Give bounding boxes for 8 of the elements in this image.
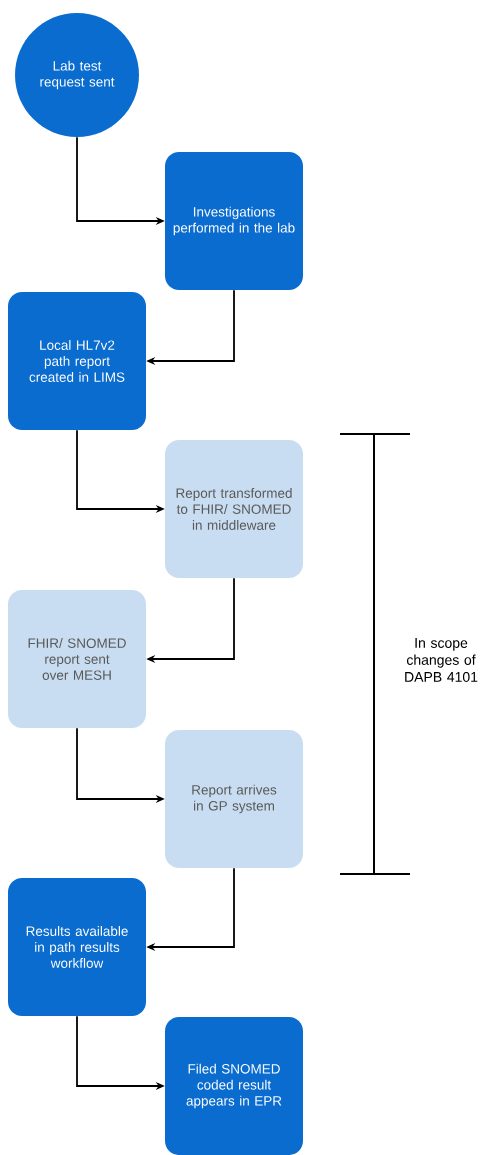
- process-box: Report arrives in GP system: [165, 730, 303, 868]
- process-box: Local HL7v2 path report created in LIMS: [8, 292, 146, 430]
- scope-label: In scope changes of DAPB 4101: [405, 638, 478, 682]
- process-box: Filed SNOMED coded result appears in EPR: [165, 1017, 303, 1155]
- process-box: Report transformed to FHIR/ SNOMED in middleware: [165, 440, 303, 578]
- process-box: FHIR/ SNOMED report sent over MESH: [8, 590, 146, 728]
- process-box: Investigations performed in the lab: [165, 152, 303, 290]
- process-box: Results available in path results workflow: [8, 878, 146, 1016]
